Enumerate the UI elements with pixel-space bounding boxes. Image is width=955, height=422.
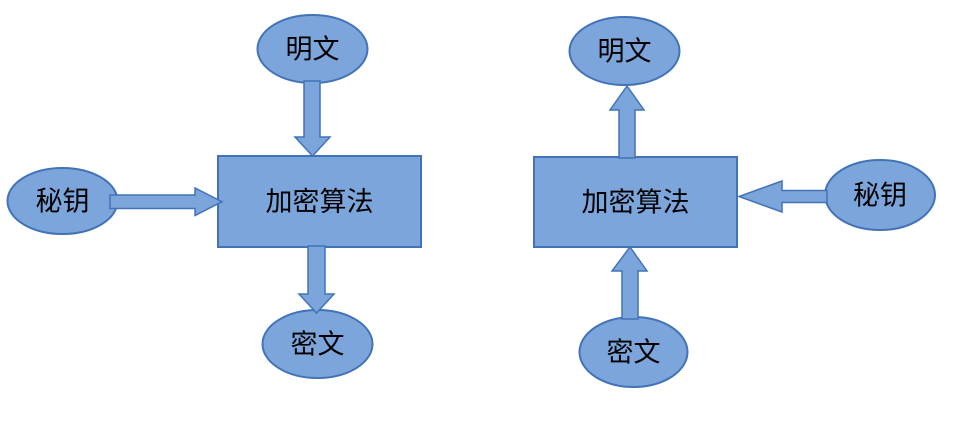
key-label: 秘钥 <box>36 187 90 218</box>
arrow-key-to-algorithm <box>736 179 828 214</box>
arrow-algorithm-to-ciphertext <box>297 245 336 315</box>
algorithm-label: 加密算法 <box>266 187 374 218</box>
key-label: 秘钥 <box>853 181 907 212</box>
ciphertext-label: 密文 <box>607 338 661 369</box>
arrow-plaintext-to-algorithm <box>293 80 332 158</box>
ciphertext-label: 密文 <box>291 330 345 361</box>
algorithm-node <box>217 155 422 248</box>
decryption-flow: 明文 加密算法 秘钥 密文 <box>533 16 936 388</box>
plaintext-node <box>568 16 681 86</box>
arrow-ciphertext-to-algorithm <box>610 245 649 320</box>
arrow-algorithm-to-plaintext <box>608 84 646 159</box>
encryption-flow: 明文 加密算法 秘钥 密文 <box>6 14 422 379</box>
plaintext-label: 明文 <box>598 37 652 68</box>
arrow-key-to-algorithm <box>109 186 224 217</box>
algorithm-label: 加密算法 <box>582 188 690 219</box>
plaintext-label: 明文 <box>286 35 340 66</box>
